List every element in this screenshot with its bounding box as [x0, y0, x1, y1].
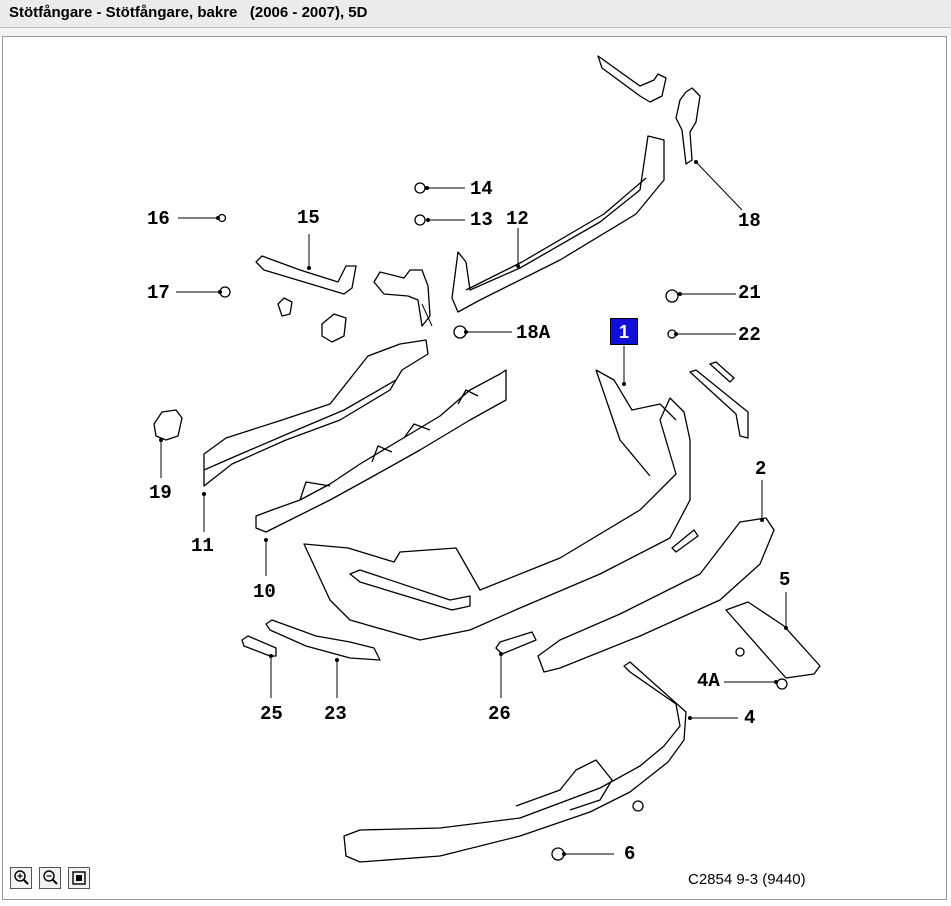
fastener-6a	[632, 800, 644, 812]
part-5-plate	[725, 601, 821, 679]
fastener-4a-b	[776, 678, 788, 690]
part-10-absorber	[255, 369, 507, 533]
part-2-lip	[537, 517, 775, 673]
callout-17[interactable]: 17	[147, 282, 170, 304]
callout-4[interactable]: 4	[744, 707, 755, 729]
part-clip-b	[321, 313, 347, 343]
part-19-clip	[153, 409, 183, 441]
gutter	[0, 28, 951, 36]
part-15-strip	[255, 255, 357, 295]
callout-26[interactable]: 26	[488, 703, 511, 725]
callout-2[interactable]: 2	[755, 458, 766, 480]
part-26-reflector	[495, 631, 537, 655]
zoom-in-button[interactable]	[10, 867, 32, 889]
fastener-13	[414, 214, 426, 226]
part-25-reflector	[241, 635, 277, 657]
callout-16[interactable]: 16	[147, 208, 170, 230]
callout-11[interactable]: 11	[191, 535, 214, 557]
part-strip-right	[689, 369, 749, 439]
part-18-bracket-b	[675, 87, 701, 165]
part-12-beam	[451, 135, 665, 313]
part-11-absorber	[203, 339, 429, 487]
fit-page-button[interactable]	[68, 867, 90, 889]
zoom-out-button[interactable]	[39, 867, 61, 889]
fastener-14	[414, 182, 426, 194]
part-clip-a	[277, 297, 293, 317]
diagram-frame	[2, 36, 947, 900]
part-4-lower-bumper	[343, 661, 687, 863]
callout-4a[interactable]: 4A	[697, 670, 720, 692]
fastener-21	[665, 289, 679, 303]
callout-14[interactable]: 14	[470, 178, 493, 200]
zoom-out-icon	[43, 870, 58, 885]
callout-1-highlighted[interactable]: 1	[610, 318, 638, 345]
callout-15[interactable]: 15	[297, 207, 320, 229]
fit-page-icon	[72, 871, 86, 885]
callout-21[interactable]: 21	[738, 282, 761, 304]
callout-6[interactable]: 6	[624, 843, 635, 865]
callout-12[interactable]: 12	[506, 208, 529, 230]
part-18a-bracket	[373, 269, 431, 327]
part-23-strip	[265, 619, 381, 661]
callout-13[interactable]: 13	[470, 209, 493, 231]
catalog-code: C2854 9-3 (9440)	[688, 871, 806, 888]
part-18-bracket	[597, 55, 667, 103]
callout-19[interactable]: 19	[149, 482, 172, 504]
callout-5[interactable]: 5	[779, 569, 790, 591]
zoom-in-icon	[14, 870, 29, 885]
callout-18a[interactable]: 18A	[516, 322, 551, 344]
callout-23[interactable]: 23	[324, 703, 347, 725]
fastener-4a-a	[735, 647, 745, 657]
part-1-bumper-cover	[303, 397, 691, 641]
callout-10[interactable]: 10	[253, 581, 276, 603]
page-title: Stötfångare - Stötfångare, bakre (2006 -…	[9, 4, 368, 21]
callout-25[interactable]: 25	[260, 703, 283, 725]
callout-18[interactable]: 18	[738, 210, 761, 232]
callout-22[interactable]: 22	[738, 324, 761, 346]
title-bar: Stötfångare - Stötfångare, bakre (2006 -…	[0, 0, 951, 28]
